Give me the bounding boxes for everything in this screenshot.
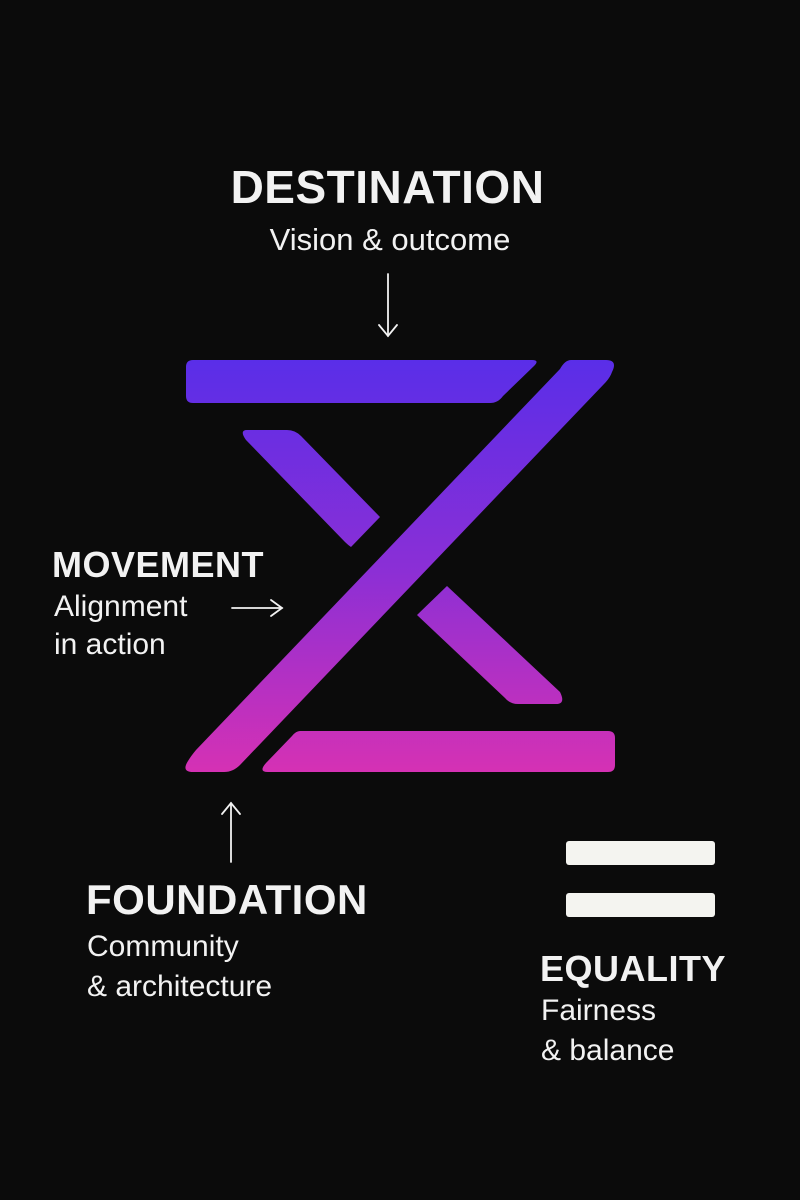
arrow-up-icon <box>221 801 241 863</box>
equality-subtitle-line1: Fairness <box>541 994 657 1027</box>
movement-title: MOVEMENT <box>52 544 265 585</box>
foundation-title: FOUNDATION <box>86 876 368 923</box>
arrow-down-icon <box>378 273 398 338</box>
foundation-subtitle-line1: Community <box>87 930 239 963</box>
destination-subtitle: Vision & outcome <box>269 222 511 257</box>
movement-subtitle-line1: Alignment <box>54 590 188 623</box>
hourglass-z-emblem-icon <box>185 360 615 772</box>
emblem-upper-inner-stroke <box>242 430 380 547</box>
equality-subtitle-line2: & balance <box>541 1034 675 1067</box>
emblem-bottom-bar <box>262 731 615 772</box>
equals-bottom-bar <box>566 893 715 917</box>
equality-title: EQUALITY <box>540 948 727 989</box>
emblem-top-bar <box>186 360 537 403</box>
arrow-right-icon <box>231 599 284 617</box>
emblem-lower-inner-stroke <box>417 586 563 704</box>
equals-sign-icon <box>566 841 715 917</box>
foundation-subtitle-line2: & architecture <box>87 970 273 1003</box>
emblem-diagonal-stroke <box>185 360 614 772</box>
movement-subtitle-line2: in action <box>54 628 166 661</box>
equals-top-bar <box>566 841 715 865</box>
destination-title: DESTINATION <box>230 161 545 213</box>
